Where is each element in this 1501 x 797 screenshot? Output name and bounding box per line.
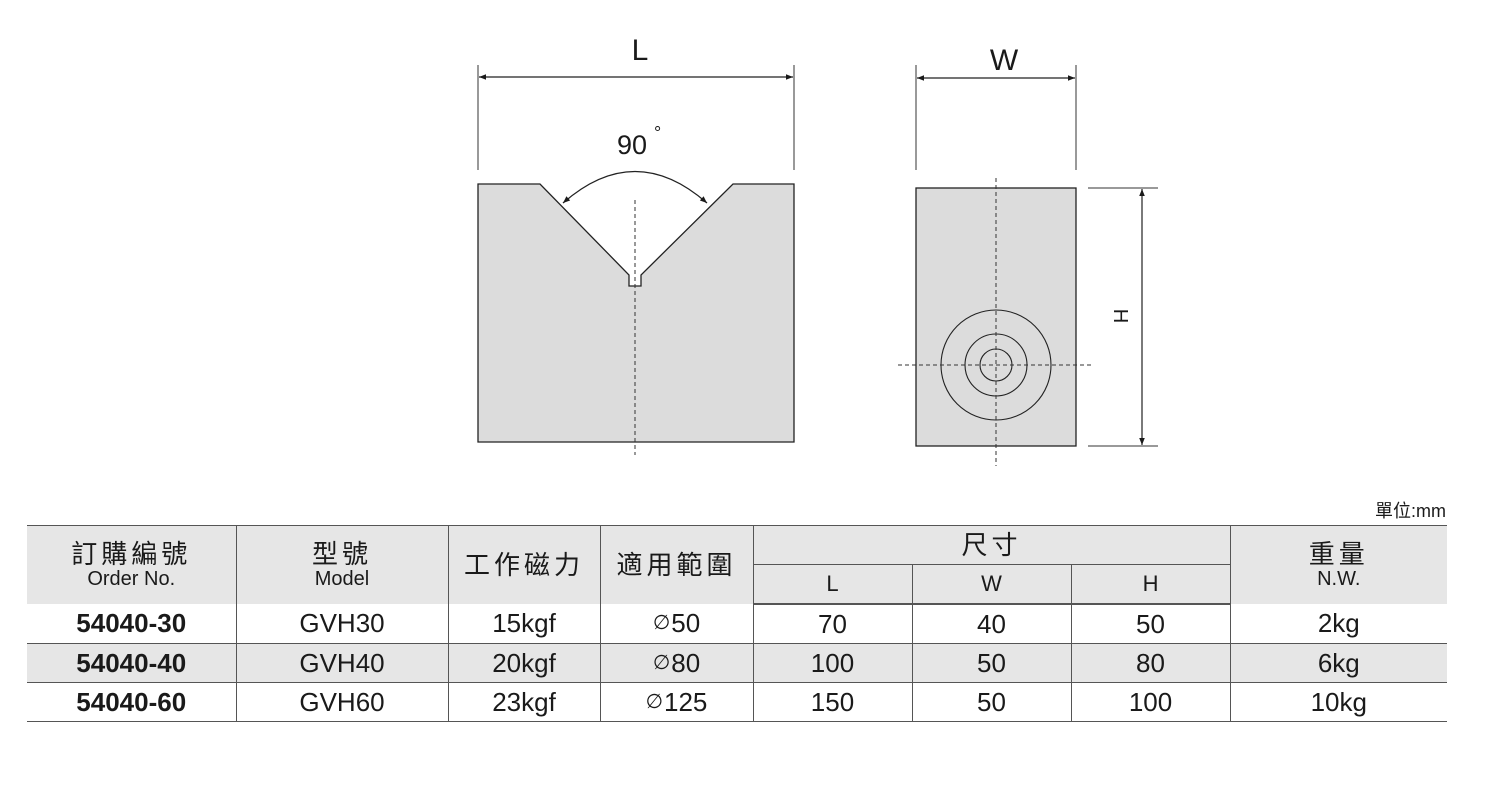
table-row: 54040-60 GVH60 23kgf ∅125 150 50 100 10k…	[27, 682, 1448, 722]
cell-force: 23kgf	[447, 682, 600, 722]
cell-dim-l: 70	[752, 604, 912, 644]
header-magnetic-force: 工作磁力	[447, 525, 600, 604]
diameter-symbol: ∅	[652, 651, 671, 674]
cell-dim-l: 100	[752, 643, 912, 683]
cell-weight: 10kg	[1229, 682, 1448, 722]
cell-order-no: 54040-40	[27, 643, 236, 683]
cell-model: GVH60	[235, 682, 448, 722]
v-block-side-body	[915, 187, 1077, 447]
diameter-symbol: ∅	[652, 612, 671, 634]
cell-model: GVH30	[235, 604, 448, 644]
cell-range: ∅80	[599, 643, 753, 683]
cell-dim-w: 40	[911, 604, 1071, 644]
cell-force: 20kgf	[447, 643, 600, 683]
cell-dim-w: 50	[911, 682, 1071, 722]
diameter-symbol: ∅	[645, 690, 664, 713]
degree-symbol: °	[654, 123, 661, 143]
header-net-weight: 重量 N.W.	[1229, 525, 1448, 604]
technical-drawing: L 90 ° W H	[477, 34, 1158, 466]
cell-range: ∅50	[599, 604, 753, 644]
table-row: 54040-40 GVH40 20kgf ∅80 100 50 80 6kg	[27, 643, 1448, 683]
cell-weight: 6kg	[1229, 643, 1448, 683]
side-view: W H	[898, 44, 1158, 466]
cell-force: 15kgf	[447, 604, 600, 644]
cell-dim-l: 150	[752, 682, 912, 722]
spec-table: 訂購編號 Order No. 型號 Model 工作磁力 適用範圍 尺寸 重量 …	[27, 525, 1448, 722]
cell-weight: 2kg	[1229, 604, 1448, 644]
cell-order-no: 54040-30	[27, 604, 236, 644]
cell-range: ∅125	[599, 682, 753, 722]
header-order-no: 訂購編號 Order No.	[27, 525, 236, 604]
front-view: L 90 °	[477, 34, 795, 455]
angle-arc	[562, 170, 708, 204]
cell-dim-h: 80	[1070, 643, 1231, 683]
header-dimensions: 尺寸	[752, 525, 1231, 565]
header-dim-l: L	[752, 564, 912, 605]
header-applicable-range: 適用範圍	[599, 525, 753, 604]
v-block-front-body	[477, 183, 795, 443]
cell-dim-h: 100	[1070, 682, 1231, 722]
cell-model: GVH40	[235, 643, 448, 683]
unit-note: 單位:mm	[1375, 501, 1446, 521]
header-model: 型號 Model	[235, 525, 448, 604]
cell-dim-w: 50	[911, 643, 1071, 683]
table-row: 54040-30 GVH30 15kgf ∅50 70 40 50 2kg	[27, 604, 1448, 644]
cell-dim-h: 50	[1070, 604, 1231, 644]
cell-order-no: 54040-60	[27, 682, 236, 722]
header-dim-w: W	[911, 564, 1071, 605]
length-label: L	[632, 34, 649, 67]
width-label: W	[990, 44, 1019, 77]
height-label: H	[1109, 309, 1131, 323]
angle-label: 90	[617, 130, 647, 160]
header-dim-h: H	[1070, 564, 1231, 605]
